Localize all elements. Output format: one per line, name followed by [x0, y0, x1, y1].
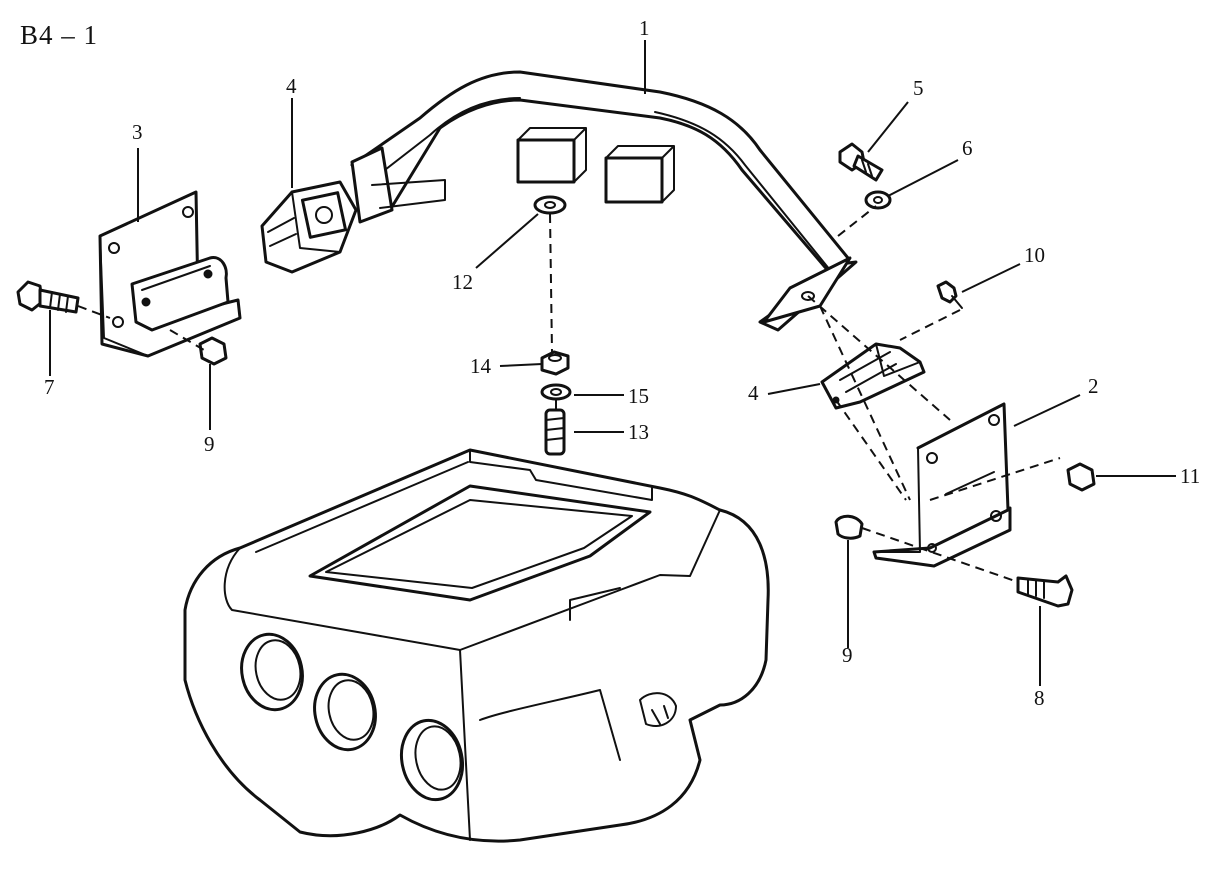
- callout-14: 14: [470, 354, 491, 378]
- washer-15-part: [540, 383, 572, 401]
- bolt-8-part: [1016, 574, 1074, 608]
- left-bracket-part: [98, 190, 242, 358]
- callout-15: 15: [628, 384, 649, 408]
- callout-4-lower: 4: [748, 381, 759, 405]
- nut-14-part: [540, 350, 570, 376]
- callout-6: 6: [962, 136, 973, 160]
- bolt-5-part: [838, 142, 884, 182]
- callout-2: 2: [1088, 374, 1099, 398]
- nut-11-part: [1066, 462, 1096, 492]
- gear-case-housing: [183, 448, 770, 843]
- washer-6-part: [864, 190, 892, 210]
- rubber-mount-left-part: [260, 180, 358, 274]
- support-tube-part: [350, 70, 858, 332]
- washer-12-part: [533, 195, 567, 215]
- callout-9-left: 9: [204, 432, 215, 456]
- callout-4-upper: 4: [286, 74, 297, 98]
- stud-13-part: [544, 408, 566, 456]
- screw-10-part: [936, 280, 963, 309]
- page-code: B4 – 1: [20, 20, 99, 50]
- callout-8: 8: [1034, 686, 1045, 710]
- assembly-lines: [77, 205, 1061, 583]
- rubber-mount-right-part: [820, 342, 926, 410]
- callout-10: 10: [1024, 243, 1045, 267]
- bolt-7-part: [16, 280, 80, 314]
- callout-7: 7: [44, 375, 55, 399]
- callout-3: 3: [132, 120, 143, 144]
- callout-11: 11: [1180, 464, 1201, 488]
- leader-lines: [49, 40, 1176, 686]
- callout-12: 12: [452, 270, 473, 294]
- callout-9-right: 9: [842, 643, 853, 667]
- nut-9-right-part: [834, 514, 864, 540]
- callout-13: 13: [628, 420, 649, 444]
- nut-9-left-part: [198, 336, 228, 366]
- callout-1: 1: [639, 16, 650, 40]
- callout-5: 5: [913, 76, 924, 100]
- right-bracket-part: [872, 402, 1012, 568]
